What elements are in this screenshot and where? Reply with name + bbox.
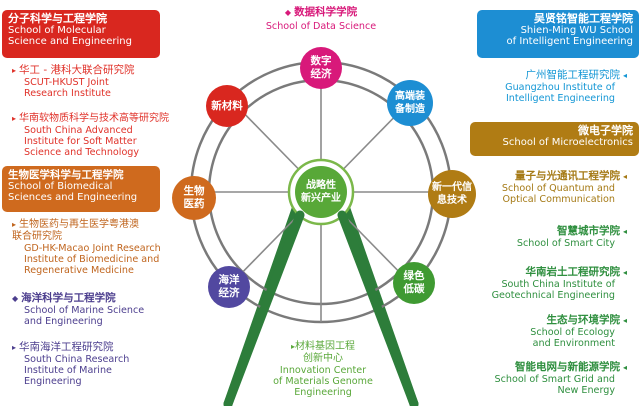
guangzhou-intelligent-entry: 广州智能工程研究院◂ Guangzhou Institute of Intell…: [505, 69, 627, 104]
cabin-marine-economy: 海洋 经济: [208, 266, 250, 308]
marine-engineering-entry: ▸华南海洋工程研究院 South China Research Institut…: [12, 341, 130, 387]
wu-school-box: 吴贤铭智能工程学院 Shien-Ming WU School of Intell…: [477, 10, 639, 58]
materials-genome-label: ▸材料基因工程 创新中心 Innovation Center of Materi…: [273, 341, 373, 398]
gd-hk-macao-entry: ▸生物医药与再生医学粤港澳 联合研究院 GD-HK-Macao Joint Re…: [12, 219, 161, 276]
soft-matter-entry: ▸华南软物质科学与技术高等研究院 South China Advanced In…: [12, 113, 170, 158]
cabin-high-end-equipment: 高端装 备制造: [387, 80, 433, 126]
cabin-new-materials: 新材料: [206, 85, 248, 127]
molecular-science-box: 分子科学与工程学院 School of Molecular Science an…: [2, 10, 160, 58]
data-science-label: ◆数据科学学院 School of Data Science: [265, 6, 377, 32]
smart-grid-entry: 智能电网与新能源学院◂ School of Smart Grid and New…: [494, 361, 628, 396]
wheel-hub: [295, 166, 347, 218]
center-label: 战略性 新兴产业: [301, 180, 341, 204]
cabin-green-low-carbon: 绿色 低碳: [393, 262, 435, 304]
cabin-new-it: 新一代信 息技术: [428, 170, 476, 218]
ecology-entry: 生态与环境学院◂ School of Ecology and Environme…: [530, 314, 627, 349]
cabin-biomedicine: 生物 医药: [172, 176, 216, 220]
scut-hkust-entry: ▸华工 - 港科大联合研究院 SCUT-HKUST Joint Research…: [12, 64, 135, 99]
quantum-optical-entry: 量子与光通讯工程学院◂ School of Quantum and Optica…: [501, 170, 627, 205]
biomedical-box: 生物医学科学与工程学院 School of Biomedical Science…: [2, 166, 160, 212]
microelectronics-box: 微电子学院 School of Microelectronics: [470, 122, 639, 156]
cabin-digital-economy: 数字 经济: [300, 47, 342, 89]
marine-science-entry: ◆海洋科学与工程学院 School of Marine Science and …: [12, 292, 145, 327]
smart-city-entry: 智慧城市学院◂ School of Smart City: [516, 225, 627, 249]
geotechnical-entry: 华南岩土工程研究院◂ South China Institute of Geot…: [491, 266, 627, 301]
